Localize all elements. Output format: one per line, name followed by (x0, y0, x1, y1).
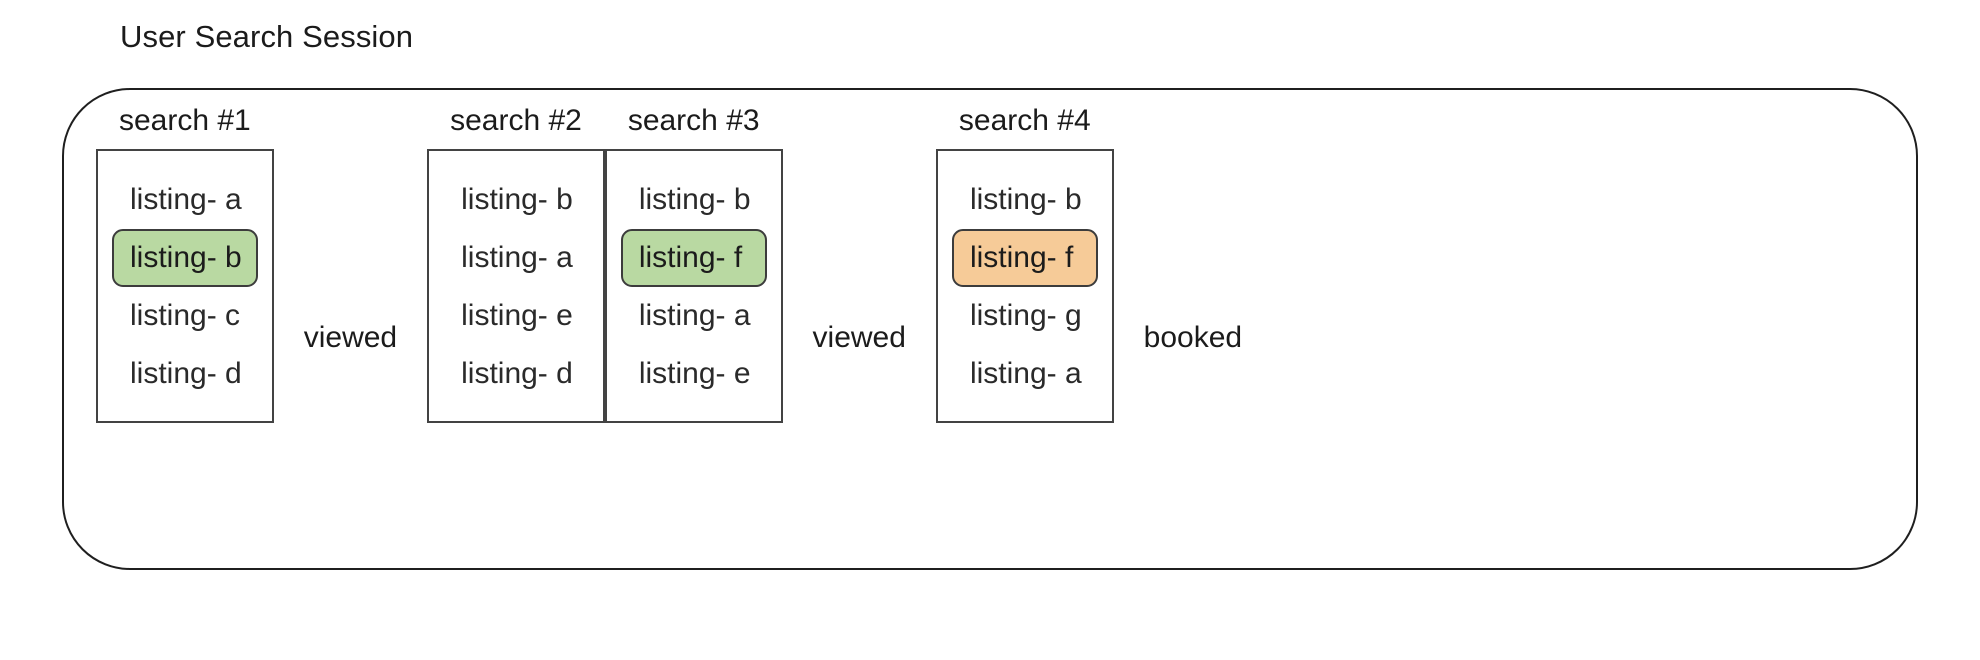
listing-box-3: listing- b listing- f listing- a listing… (604, 149, 783, 423)
listing-item[interactable]: listing- b (461, 183, 573, 216)
search-group-4: search #4 listing- b listing- f listing-… (935, 88, 1243, 423)
search-group-3: search #3 listing- b listing- f listing-… (604, 88, 936, 423)
search-label-1: search #1 (118, 104, 251, 137)
search-column-1[interactable]: search #1 listing- a listing- b listing-… (96, 88, 274, 423)
search-sequence: search #1 listing- a listing- b listing-… (62, 88, 1918, 570)
listing-item[interactable]: listing- b (638, 183, 751, 216)
search-column-3[interactable]: search #3 listing- b listing- f listing-… (604, 88, 783, 423)
search-group-2: search #2 listing- b listing- a listing-… (427, 88, 605, 423)
listing-item[interactable]: listing- d (461, 357, 573, 390)
listing-item[interactable]: listing- d (130, 357, 242, 390)
transition-label-viewed-1: viewed (303, 321, 398, 354)
session-container (62, 88, 1918, 570)
listing-item[interactable]: listing- e (461, 299, 573, 332)
listing-item[interactable]: listing- a (461, 241, 573, 274)
search-group-1: search #1 listing- a listing- b listing-… (96, 88, 427, 423)
listing-item-booked[interactable]: listing- f (951, 229, 1098, 287)
listing-item[interactable]: listing- a (130, 183, 242, 216)
search-column-2[interactable]: search #2 listing- b listing- a listing-… (427, 88, 605, 423)
listing-box-2: listing- b listing- a listing- e listing… (427, 149, 605, 423)
listing-item-highlighted[interactable]: listing- b (112, 229, 258, 287)
page-title: User Search Session (120, 19, 414, 54)
listing-item-highlighted[interactable]: listing- f (620, 229, 767, 287)
listing-box-1: listing- a listing- b listing- c listing… (96, 149, 274, 423)
search-label-3: search #3 (627, 104, 760, 137)
search-label-2: search #2 (450, 104, 582, 137)
search-column-4[interactable]: search #4 listing- b listing- f listing-… (935, 88, 1114, 423)
transition-label-viewed-2: viewed (812, 321, 906, 354)
listing-item[interactable]: listing- b (969, 183, 1082, 216)
transition-label-booked: booked (1143, 321, 1243, 354)
search-label-4: search #4 (958, 104, 1091, 137)
listing-item[interactable]: listing- a (638, 299, 751, 332)
listing-box-4: listing- b listing- f listing- g listing… (935, 149, 1114, 423)
listing-item[interactable]: listing- e (638, 357, 751, 390)
listing-item[interactable]: listing- g (969, 299, 1082, 332)
listing-item[interactable]: listing- c (130, 299, 241, 332)
listing-item[interactable]: listing- a (969, 357, 1082, 390)
